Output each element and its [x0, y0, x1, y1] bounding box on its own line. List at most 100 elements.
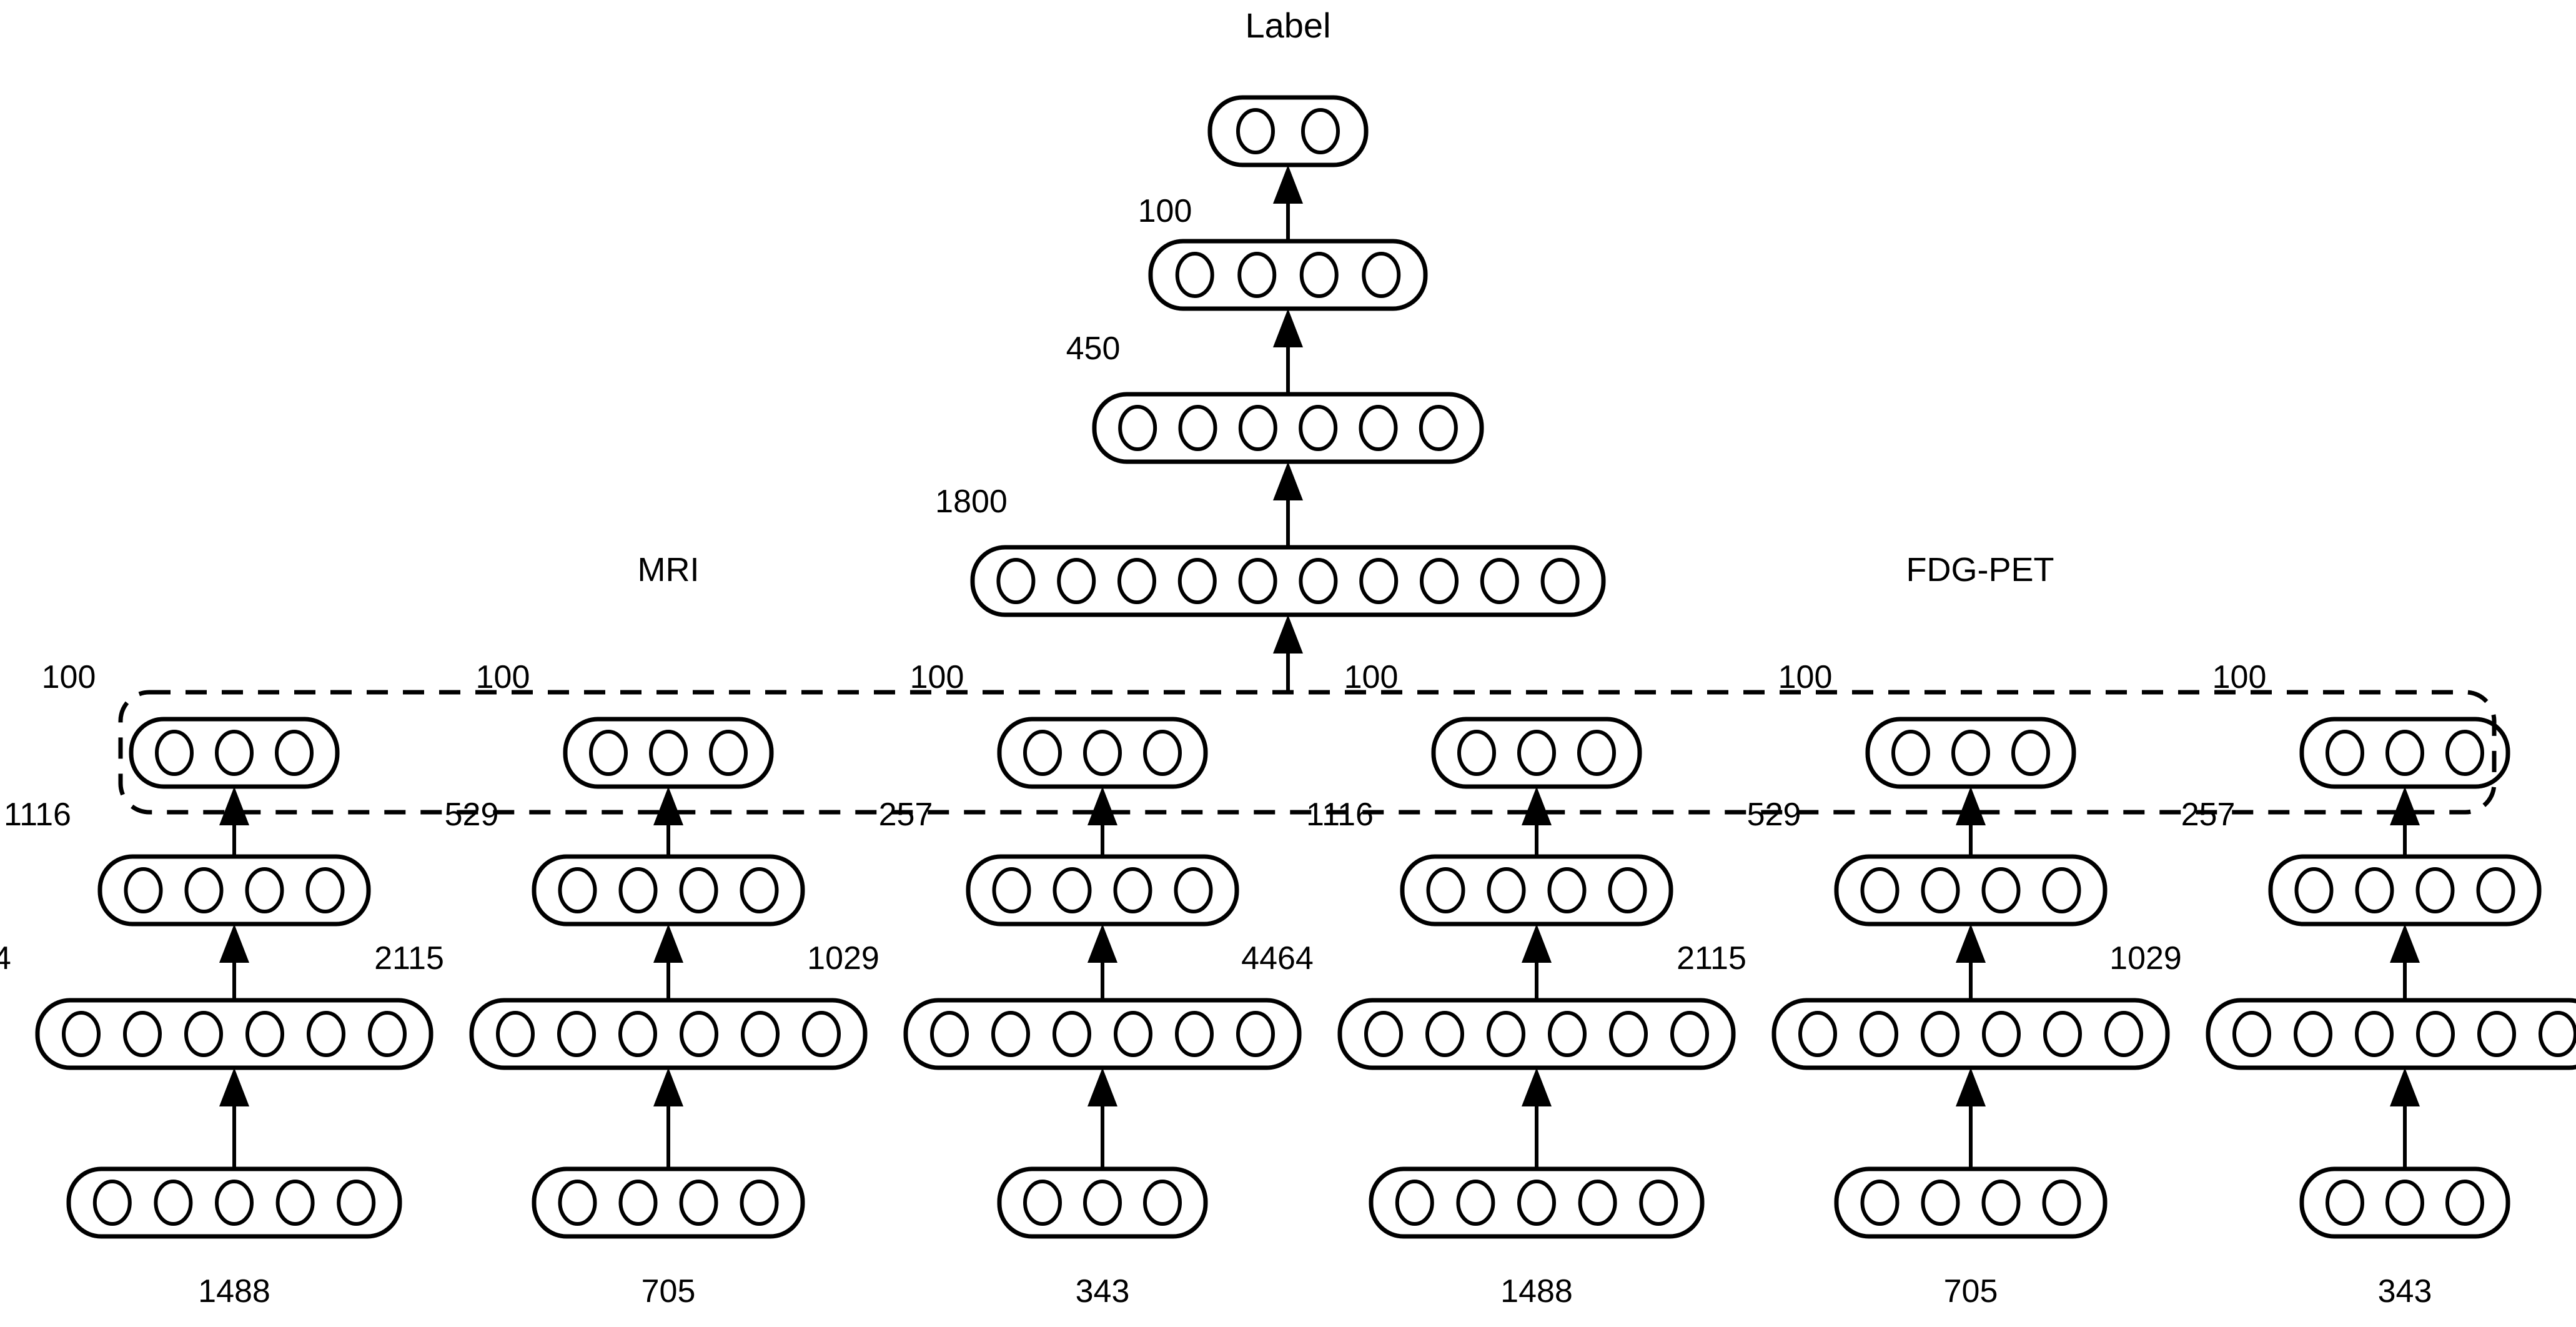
neuron-node [2477, 1011, 2516, 1057]
column-pet-1-layer-4464 [1337, 998, 1736, 1070]
neuron-node [1238, 405, 1277, 451]
column-mri-1-layer-1116-outline [97, 854, 371, 927]
neuron-node [2476, 867, 2515, 913]
hidden-layer-450-outline [1092, 392, 1484, 464]
neuron-node [1364, 1011, 1403, 1057]
column-mri-3-layer-343-outline [997, 1166, 1208, 1239]
column-mri-3-size-label-1029: 1029 [807, 940, 879, 977]
modality-label-fdg-pet: FDG-PET [1906, 551, 2054, 589]
hidden-layer-450-arrow [1273, 309, 1303, 394]
column-pet-2-layer-2115-outline [1771, 998, 2170, 1070]
column-mri-3-arrow-2 [1087, 787, 1117, 857]
neuron-node [1299, 558, 1338, 604]
neuron-node [1395, 1180, 1434, 1226]
neuron-node [1178, 405, 1217, 451]
neuron-node [305, 867, 345, 913]
neuron-node [1670, 1011, 1709, 1057]
column-pet-2-layer-705-outline [1834, 1166, 2108, 1239]
neuron-node [2104, 1011, 2143, 1057]
neuron-node [991, 1011, 1030, 1057]
column-pet-3-size-label-257: 257 [2181, 797, 2236, 833]
neuron-node [2042, 1180, 2081, 1226]
neuron-node [1921, 867, 1960, 913]
column-mri-3-arrow-0 [1087, 1068, 1117, 1169]
neuron-node [1517, 1180, 1556, 1226]
column-pet-3-size-label-1029: 1029 [2109, 940, 2182, 977]
neuron-node [1238, 558, 1277, 604]
neuron-node [1362, 252, 1401, 298]
neuron-node [679, 1180, 718, 1226]
neuron-node [680, 1011, 718, 1057]
shared-representation-box [118, 690, 2497, 815]
fusion-layer-1800-outline [970, 545, 1606, 617]
column-pet-3-size-label-343: 343 [2378, 1273, 2432, 1310]
output-layer [1207, 95, 1369, 167]
column-pet-3-layer-1029 [2206, 998, 2576, 1070]
neuron-node [1981, 867, 2021, 913]
neuron-node [1517, 730, 1556, 776]
column-mri-1-size-label-1116: 1116 [4, 797, 71, 833]
neuron-node [1083, 1180, 1122, 1226]
column-pet-2-arrow-2 [1956, 787, 1986, 857]
neuron-node [1117, 558, 1156, 604]
column-pet-1-size-label-4464: 4464 [1241, 940, 1314, 977]
neuron-node [124, 867, 163, 913]
column-mri-1-layer-1488-outline [66, 1166, 402, 1239]
neuron-node [740, 1180, 779, 1226]
neuron-node [496, 1011, 535, 1057]
column-pet-1-layer-1116 [1400, 854, 1673, 927]
neuron-node [1113, 867, 1152, 913]
labels-group: 1488446411161007052115529100343102925710… [0, 6, 2432, 1310]
neuron-node [558, 1180, 597, 1226]
column-mri-1-size-label-1488: 1488 [198, 1273, 270, 1310]
neuron-node [996, 558, 1036, 604]
neuron-node [1419, 405, 1458, 451]
column-pet-2-layer-529-outline [1834, 854, 2108, 927]
neuron-node [1236, 108, 1275, 154]
column-pet-1-layer-1488 [1369, 1166, 1705, 1239]
column-mri-3-layer-100 [997, 717, 1208, 789]
neuron-node [184, 867, 224, 913]
neuron-node [1860, 1180, 1900, 1226]
neuron-node [154, 1180, 193, 1226]
neuron-node [709, 730, 748, 776]
fusion-layer-1800 [970, 545, 1606, 617]
neuron-node [1143, 1180, 1182, 1226]
column-mri-2-layer-2115-outline [469, 998, 868, 1070]
column-pet-2-layer-100 [1865, 717, 2076, 789]
column-mri-2-layer-2115 [469, 998, 868, 1070]
column-pet-2-layer-705 [1834, 1166, 2108, 1239]
neuron-node [618, 1180, 658, 1226]
neuron-node [2385, 730, 2424, 776]
column-pet-1-layer-1488-outline [1369, 1166, 1705, 1239]
neuron-node [741, 1011, 780, 1057]
neuron-node [2326, 1180, 2364, 1226]
neuron-node [1487, 867, 1526, 913]
neuron-node [184, 1011, 223, 1057]
column-pet-2-size-label-529: 529 [1747, 797, 1801, 833]
hidden-layer-450 [1092, 392, 1484, 464]
column-pet-1-layer-4464-outline [1337, 998, 1736, 1070]
column-mri-1-layer-4464 [35, 998, 433, 1070]
column-mri-3-layer-257 [966, 854, 1239, 927]
column-mri-3-size-label-343: 343 [1076, 1273, 1130, 1310]
column-pet-3-layer-100 [2299, 717, 2510, 789]
column-pet-2-size-label-705: 705 [1944, 1273, 1998, 1310]
column-pet-1-layer-100-outline [1431, 717, 1642, 789]
neuron-node [2445, 1180, 2484, 1226]
neuron-node [1426, 867, 1465, 913]
neuron-node [245, 1011, 284, 1057]
neuron-node [2416, 1011, 2455, 1057]
neuron-node [1420, 558, 1459, 604]
neuron-node [2539, 1011, 2576, 1057]
neuron-node [1480, 558, 1519, 604]
neuron-node [245, 867, 284, 913]
column-pet-1-arrow-1 [1522, 924, 1552, 1000]
column-mri-2-layer-529 [532, 854, 805, 927]
column-mri-2-layer-100-outline [563, 717, 774, 789]
column-mri-2-size-label-2115: 2115 [374, 940, 444, 977]
neuron-node [1577, 730, 1616, 776]
column-mri-2-size-label-529: 529 [445, 797, 499, 833]
neuron-node [275, 1180, 315, 1226]
